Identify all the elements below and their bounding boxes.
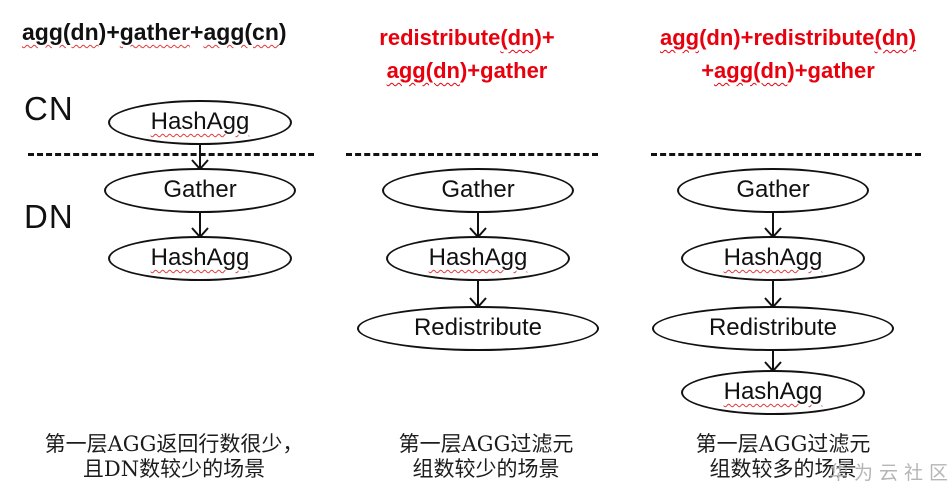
title-segment: )+gather [459, 58, 548, 83]
title-segment: agg [659, 25, 700, 50]
node-label: HashAgg [723, 378, 823, 405]
plan-title-2: redistribute(dn)+agg(dn)+gather [307, 21, 627, 87]
node-label: Redistribute [413, 314, 543, 341]
title-segment: agg(cn [203, 19, 279, 45]
node-gather-dn: Gather [104, 167, 296, 213]
title-segment: agg(dn [714, 58, 788, 83]
title-segment: (dn [500, 25, 535, 50]
cn-dn-divider-segment-2 [346, 153, 598, 156]
title-segment: + [701, 58, 715, 83]
flow-arrow-icon [764, 209, 782, 239]
dn-region-label: DN [24, 198, 74, 235]
plan-title-line: +agg(dn)+gather [618, 54, 951, 87]
scenario-caption-2: 第一层AGG过滤元组数较少的场景 [296, 432, 676, 482]
node-redistribute-dn: Redistribute [357, 305, 599, 351]
plan-title-3: agg(dn)+redistribute(dn)+agg(dn)+gather [618, 21, 951, 87]
title-segment: )+ [98, 19, 120, 45]
node-redistribute-dn: Redistribute [652, 305, 894, 351]
flow-arrow-icon [191, 209, 209, 239]
title-segment: agg(dn [386, 58, 460, 83]
flow-arrow-icon [469, 209, 487, 239]
title-segment: agg(dn [22, 19, 99, 45]
scenario-caption-line: 第一层AGG过滤元 [695, 432, 871, 456]
plan-title-line: agg(dn)+gather [307, 54, 627, 87]
plan-title-1: agg(dn)+gather+agg(cn) [22, 16, 342, 49]
node-hashagg-cn: HashAgg [108, 99, 292, 145]
title-segment: )+ [534, 25, 555, 50]
flow-arrow-icon [764, 277, 782, 309]
cn-dn-divider-segment-3 [651, 153, 921, 156]
title-segment: redistribute [379, 25, 501, 50]
flow-arrow-icon [469, 277, 487, 309]
title-segment: ) [278, 19, 287, 45]
flow-arrow-icon [764, 347, 782, 373]
node-label: HashAgg [428, 244, 528, 271]
scenario-caption-line: 且DN数较少的场景 [82, 457, 266, 481]
node-gather-dn: Gather [382, 167, 574, 213]
node-label: Redistribute [708, 314, 838, 341]
cn-dn-divider-segment-1 [28, 153, 314, 156]
plan-title-line: agg(dn)+redistribute(dn) [618, 21, 951, 54]
cn-region-label: CN [24, 90, 74, 127]
title-segment: )+gather [787, 58, 875, 83]
node-label: HashAgg [150, 244, 250, 271]
node-label: Gather [441, 176, 515, 203]
watermark-text: 华为云社区 [829, 463, 951, 484]
node-label: HashAgg [723, 244, 823, 271]
node-gather-dn: Gather [677, 167, 869, 213]
node-label: Gather [163, 176, 237, 203]
scenario-caption-line: 组数较少的场景 [412, 457, 560, 481]
node-hashagg-dn: HashAgg [681, 235, 865, 281]
scenario-caption-3: 第一层AGG过滤元组数较多的场景 [593, 432, 951, 482]
scenario-caption-line: 第一层AGG过滤元 [398, 432, 574, 456]
scenario-caption-line: 组数较多的场景 [709, 457, 857, 481]
node-hashagg-dn: HashAgg [681, 369, 865, 415]
title-segment: (dn) [874, 25, 917, 50]
node-hashagg-dn: HashAgg [386, 235, 570, 281]
scenario-caption-1: 第一层AGG返回行数很少，且DN数较少的场景 [0, 432, 364, 482]
node-label: HashAgg [150, 108, 250, 135]
scenario-caption-line: 第一层AGG返回行数很少， [44, 432, 304, 456]
plan-title-line: agg(dn)+gather+agg(cn) [22, 16, 342, 49]
title-segment: gather [119, 19, 191, 45]
title-segment: + [190, 19, 204, 45]
node-hashagg-dn: HashAgg [108, 235, 292, 281]
node-label: Gather [736, 176, 810, 203]
title-segment: (dn)+redistribute [699, 25, 875, 50]
flow-arrow-icon [191, 141, 209, 171]
plan-title-line: redistribute(dn)+ [307, 21, 627, 54]
